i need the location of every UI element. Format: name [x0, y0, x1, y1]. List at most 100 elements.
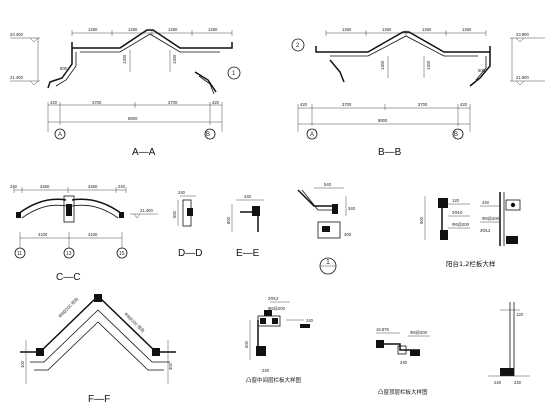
svg-text:600: 600	[244, 340, 249, 348]
svg-text:240: 240	[494, 380, 502, 385]
roof-profile	[315, 31, 491, 53]
svg-text:540: 540	[324, 182, 332, 187]
svg-text:8800: 8800	[378, 118, 388, 123]
section-title-c-c: C—C	[56, 272, 80, 283]
section-b-b: 23.900 21.900 1260 1260 1260 1260 2 1300…	[291, 27, 545, 158]
column-detail: 120 240 240	[488, 302, 530, 385]
svg-text:Φ6@200: Φ6@200	[452, 222, 470, 227]
svg-text:1260: 1260	[168, 27, 178, 32]
svg-text:Φ8@200: Φ8@200	[482, 216, 500, 221]
svg-text:600: 600	[60, 66, 68, 71]
bay-window-top-detail: 18.875 Φ6@200 240 凸窗顶层栏板大样图	[376, 327, 430, 396]
arch-left	[17, 198, 67, 215]
svg-text:1260: 1260	[208, 27, 218, 32]
svg-text:1: 1	[232, 71, 236, 77]
axis-bubble-b: B	[452, 128, 464, 140]
svg-text:3Φ12: 3Φ12	[480, 228, 491, 233]
svg-text:240: 240	[178, 190, 186, 195]
balcony-title: 阳台1,2栏板大样	[446, 259, 496, 268]
svg-text:1260: 1260	[88, 27, 98, 32]
svg-text:1300: 1300	[426, 60, 431, 70]
svg-text:8800: 8800	[128, 116, 138, 121]
elev-mid-label: 21.400	[10, 75, 23, 80]
section-f-f: Φ8@200 双向 Φ8@200 双向 300 100 F—F	[20, 294, 176, 405]
svg-text:3700: 3700	[92, 100, 102, 105]
svg-text:420: 420	[460, 102, 468, 107]
svg-text:100: 100	[20, 360, 25, 368]
svg-text:2: 2	[296, 43, 300, 49]
axis-bubble-a: A	[306, 128, 318, 140]
roof-profile	[71, 29, 233, 49]
section-title-b-b: B—B	[378, 147, 402, 158]
svg-text:15: 15	[119, 251, 125, 257]
elevation-mark-top: 23.400	[10, 32, 40, 43]
svg-text:4100: 4100	[38, 232, 48, 237]
svg-text:3700: 3700	[342, 102, 352, 107]
svg-text:3700: 3700	[418, 102, 428, 107]
svg-text:1260: 1260	[422, 27, 432, 32]
svg-text:1260: 1260	[342, 27, 352, 32]
svg-text:13: 13	[66, 251, 72, 257]
ridge-outer	[20, 297, 176, 353]
svg-text:3460: 3460	[40, 184, 50, 189]
svg-text:4100: 4100	[88, 232, 98, 237]
svg-text:A: A	[310, 132, 314, 138]
svg-text:1300: 1300	[122, 54, 127, 64]
svg-text:240: 240	[514, 380, 522, 385]
svg-text:1260: 1260	[382, 27, 392, 32]
svg-text:240: 240	[400, 360, 408, 365]
elev-mid-label: 21.900	[516, 75, 529, 80]
elevation-mark-mid: 21.400	[10, 75, 40, 86]
svg-text:240: 240	[262, 368, 270, 373]
svg-text:420: 420	[300, 102, 308, 107]
svg-text:2Φ10: 2Φ10	[452, 210, 463, 215]
section-a-a: 23.400 21.400 1260 1260 1260 1260 1300 1…	[10, 27, 241, 158]
axis-bubble-11: 11	[14, 247, 26, 259]
svg-text:420: 420	[212, 100, 220, 105]
svg-text:3700: 3700	[168, 100, 178, 105]
svg-text:240: 240	[482, 200, 490, 205]
section-title-a-a: A—A	[132, 147, 156, 158]
svg-text:Φ6@200: Φ6@200	[410, 330, 428, 335]
svg-text:B: B	[454, 132, 458, 138]
section-title-d-d: D—D	[178, 248, 202, 259]
svg-text:240: 240	[244, 194, 252, 199]
section-title-e-e: E—E	[236, 248, 260, 259]
svg-text:120: 120	[516, 312, 524, 317]
svg-text:900: 900	[419, 216, 424, 224]
axis-bubble-b: B	[204, 128, 216, 140]
svg-text:600: 600	[478, 68, 486, 73]
svg-text:300: 300	[168, 362, 173, 370]
svg-text:Φ6@200: Φ6@200	[268, 306, 286, 311]
detail-mark-1: 1	[319, 257, 337, 275]
svg-text:120: 120	[452, 198, 460, 203]
bay-window-middle-detail: 240 2Φ12 Φ6@200 600 240 凸窗中间层栏板大样图	[244, 296, 314, 384]
svg-text:420: 420	[50, 100, 58, 105]
section-title-f-f: F—F	[88, 394, 110, 405]
balcony-detail: 120 2Φ10 Φ6@200 240 Φ8@200 3Φ12 900 阳台1,…	[419, 192, 521, 268]
elev-top-label: 23.900	[516, 32, 529, 37]
svg-text:2Φ12: 2Φ12	[268, 296, 279, 301]
svg-text:240: 240	[118, 184, 126, 189]
arch-right	[71, 198, 123, 215]
section-d-d: 240 500 D—D	[172, 190, 202, 259]
bay-top-title: 凸窗顶层栏板大样图	[378, 388, 428, 396]
left-eave	[47, 48, 73, 89]
detail-1: 540 340 300 1	[297, 182, 356, 275]
svg-text:240: 240	[10, 184, 18, 189]
axis-bubble-13: 13	[63, 247, 75, 259]
svg-text:800: 800	[226, 216, 231, 224]
axis-bubble-a: A	[54, 128, 66, 140]
section-e-e: 240 800 E—E	[226, 194, 264, 259]
axis-bubble-15: 15	[116, 247, 128, 259]
svg-text:18.875: 18.875	[376, 327, 389, 332]
svg-text:1300: 1300	[380, 60, 385, 70]
section-c-c: 240 3460 3460 240 21.400 4100 4100 11 13	[10, 184, 158, 283]
svg-text:340: 340	[348, 206, 356, 211]
svg-text:1300: 1300	[172, 54, 177, 64]
bay-mid-title: 凸窗中间层栏板大样图	[246, 376, 302, 384]
detail-bubble-2: 2	[291, 38, 305, 52]
svg-text:1260: 1260	[128, 27, 138, 32]
svg-text:300: 300	[344, 232, 352, 237]
